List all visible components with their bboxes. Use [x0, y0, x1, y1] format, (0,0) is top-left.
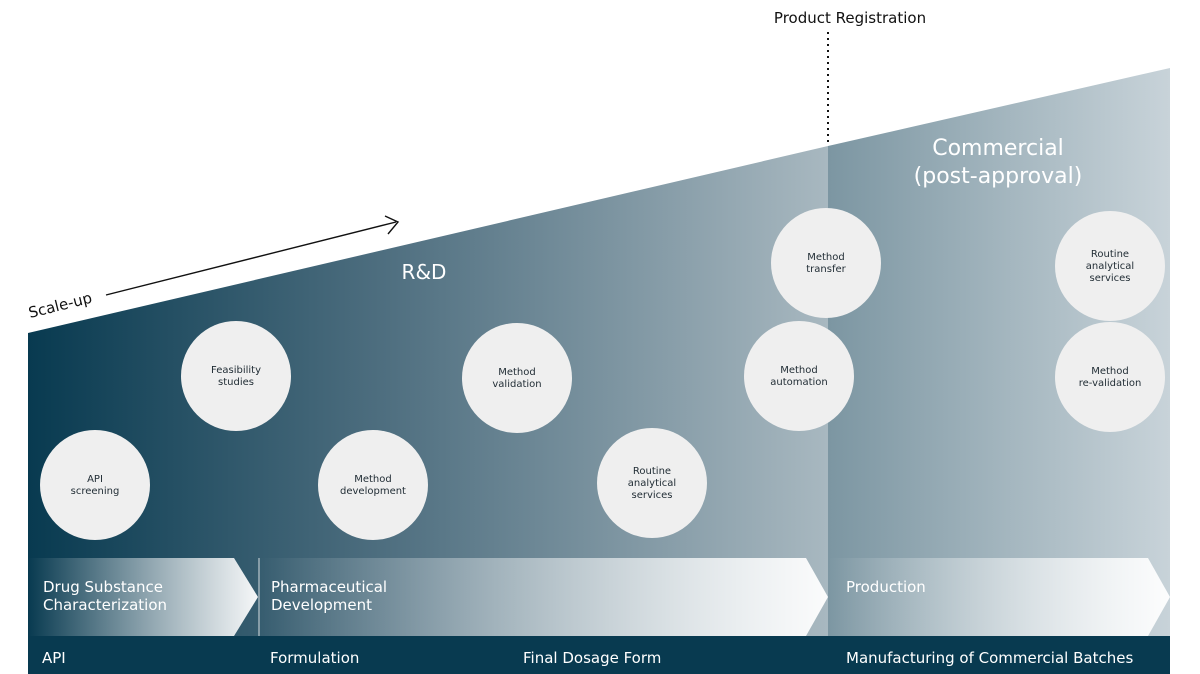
bubble-method-transfer: Method transfer — [771, 208, 881, 318]
svg-text:analytical: analytical — [628, 478, 676, 489]
scale-up-arrow — [105, 221, 397, 296]
bubble-method-automation: Method automation — [744, 321, 854, 431]
stage-api: API — [42, 649, 66, 667]
svg-text:studies: studies — [218, 377, 254, 388]
stage-formulation: Formulation — [270, 649, 359, 667]
phase-label-production: Production — [846, 578, 926, 596]
commercial-sublabel: (post-approval) — [914, 164, 1083, 189]
phase-arrow-drug-substance — [28, 558, 258, 636]
phase-label-drug-substance-2: Characterization — [43, 596, 167, 614]
phase-label-pharmaceutical-development: Pharmaceutical — [271, 578, 387, 596]
svg-text:validation: validation — [492, 379, 541, 390]
svg-text:Routine: Routine — [633, 466, 671, 477]
bubble-method-revalidation: Method re-validation — [1055, 322, 1165, 432]
svg-text:Feasibility: Feasibility — [211, 365, 261, 376]
phase-arrow-production — [828, 558, 1170, 636]
svg-text:Method: Method — [807, 252, 845, 263]
commercial-wedge — [828, 68, 1170, 636]
rd-label: R&D — [402, 260, 447, 284]
bubble-method-development: Method development — [318, 430, 428, 540]
phase-arrow-pharmaceutical-development — [260, 558, 828, 636]
svg-text:Routine: Routine — [1091, 249, 1129, 260]
svg-text:development: development — [340, 486, 406, 497]
svg-text:Method: Method — [780, 365, 818, 376]
svg-text:services: services — [631, 490, 672, 501]
bubble-feasibility-studies: Feasibility studies — [181, 321, 291, 431]
stage-final-dosage-form: Final Dosage Form — [523, 649, 661, 667]
svg-text:Method: Method — [1091, 366, 1129, 377]
bubble-method-validation: Method validation — [462, 323, 572, 433]
svg-text:transfer: transfer — [806, 264, 846, 275]
svg-text:screening: screening — [71, 486, 120, 497]
svg-text:analytical: analytical — [1086, 261, 1134, 272]
stage-manufacturing: Manufacturing of Commercial Batches — [846, 649, 1133, 667]
phase-label-drug-substance: Drug Substance — [43, 578, 163, 596]
bubble-api-screening: API screening — [40, 430, 150, 540]
svg-text:Method: Method — [498, 367, 536, 378]
bubble-routine-analytical-services-rd: Routine analytical services — [597, 428, 707, 538]
scale-up-label: Scale-up — [27, 289, 94, 322]
svg-text:API: API — [87, 474, 103, 485]
bubble-routine-analytical-services-commercial: Routine analytical services — [1055, 211, 1165, 321]
scale-up-arrowhead-icon — [384, 215, 400, 235]
svg-text:re-validation: re-validation — [1079, 378, 1142, 389]
svg-text:Method: Method — [354, 474, 392, 485]
svg-text:automation: automation — [770, 377, 828, 388]
svg-text:services: services — [1089, 273, 1130, 284]
product-registration-label: Product Registration — [774, 9, 926, 27]
commercial-label: Commercial — [932, 136, 1064, 161]
stage-bar — [28, 636, 1170, 674]
phase-label-pharmaceutical-development-2: Development — [271, 596, 372, 614]
